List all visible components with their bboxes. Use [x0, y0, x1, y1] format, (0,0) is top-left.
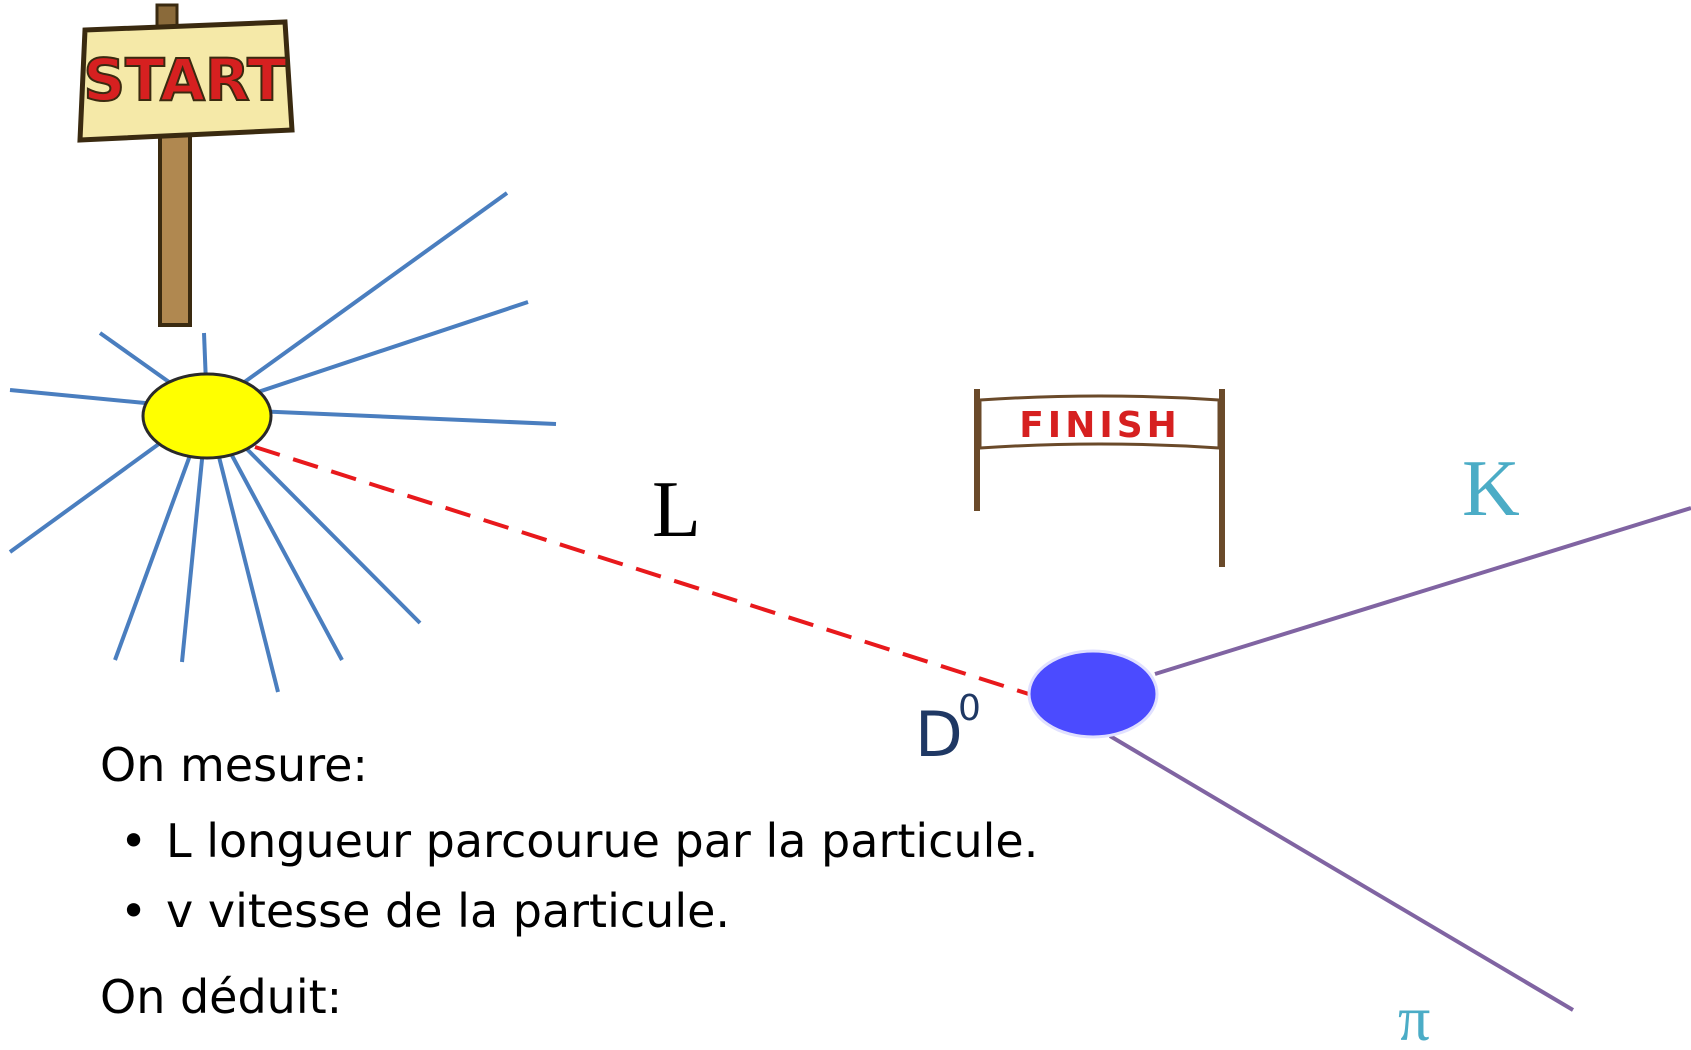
- decay-vertex: [1027, 649, 1159, 739]
- start-sign-post: [158, 123, 192, 327]
- finish-banner-text: FINISH: [1019, 405, 1181, 446]
- start-sign-board: [77, 19, 295, 143]
- d0-label-superscript: 0: [958, 688, 981, 729]
- primary-vertex-rays: [8, 191, 557, 693]
- start-sign-text: START: [83, 46, 287, 114]
- d0-label: D 0: [915, 688, 981, 771]
- deduce-heading: On déduit:: [100, 970, 343, 1024]
- d0-label-letter: D: [915, 698, 963, 771]
- finish-banner: FINISH: [974, 389, 1225, 567]
- measure-item: • v vitesse de la particule.: [120, 884, 730, 938]
- measure-item-text: L longueur parcourue par la particule.: [166, 814, 1039, 868]
- kaon-label: K: [1462, 445, 1520, 533]
- start-sign: START: [77, 3, 295, 327]
- measure-item-text: v vitesse de la particule.: [166, 884, 731, 938]
- kaon-track: [1154, 506, 1691, 676]
- bullet-symbol: •: [120, 814, 148, 868]
- primary-vertex: [141, 372, 273, 460]
- bullet-symbol: •: [120, 884, 148, 938]
- d0-flight-path: [254, 445, 1036, 698]
- measure-heading: On mesure:: [100, 738, 368, 792]
- length-label: L: [652, 466, 701, 554]
- measure-item: • L longueur parcourue par la particule.: [120, 814, 1038, 868]
- pion-label: π: [1398, 983, 1430, 1050]
- pion-track: [1108, 734, 1575, 1012]
